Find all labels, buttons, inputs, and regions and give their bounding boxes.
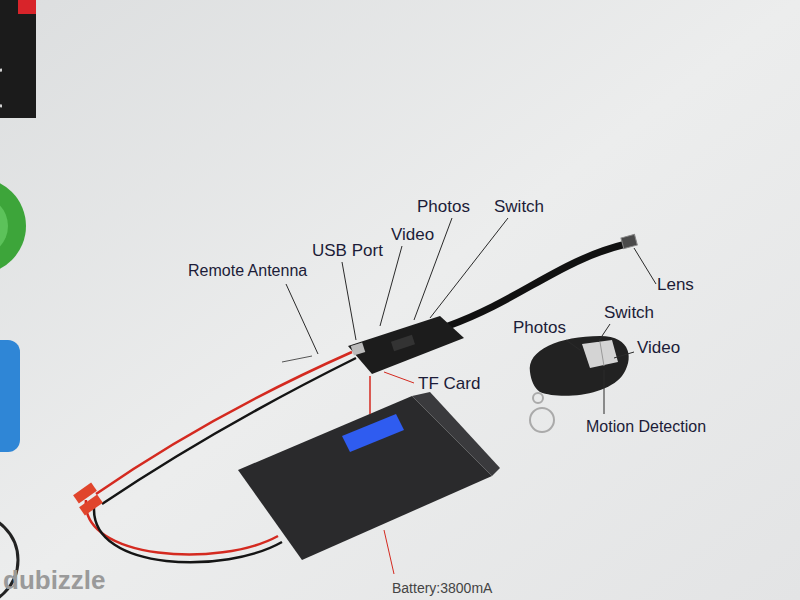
remote-label: Motion Detection	[586, 418, 706, 436]
leader-line	[384, 372, 414, 383]
remote	[530, 336, 629, 396]
battery-label: Battery:3800mA	[392, 580, 492, 596]
part-label: Remote Antenna	[188, 262, 307, 280]
red-wire	[96, 352, 352, 494]
icon-red	[18, 0, 36, 14]
leader-line	[598, 324, 610, 342]
part-label: Lens	[657, 275, 694, 295]
icon-arc	[0, 70, 2, 106]
part-label: USB Port	[312, 241, 383, 261]
leader-line	[430, 218, 508, 318]
lens	[621, 234, 637, 248]
leader-line	[286, 284, 318, 354]
icon-green-inner	[0, 196, 8, 256]
usb-port	[351, 342, 366, 355]
leader-line	[369, 376, 371, 414]
remote-label: Switch	[604, 303, 654, 323]
remote-label: Photos	[513, 318, 566, 338]
icon-blue	[0, 340, 20, 452]
black-wire	[102, 358, 356, 504]
connector	[79, 495, 103, 516]
part-label: Photos	[417, 197, 470, 217]
part-label: Switch	[494, 197, 544, 217]
icon-dark	[0, 0, 36, 118]
camera-board	[348, 316, 464, 374]
red-wire	[86, 500, 278, 554]
leader-line	[566, 340, 580, 350]
remote-label: Video	[637, 338, 680, 358]
chip	[391, 335, 415, 351]
keyring	[530, 408, 554, 432]
battery-edge	[412, 392, 500, 476]
leader-line	[634, 248, 656, 284]
leader-line	[604, 370, 605, 414]
ribbon-cable	[448, 244, 626, 326]
antenna-wire	[282, 356, 312, 362]
part-label: TF Card	[418, 374, 480, 394]
black-wire	[94, 508, 282, 562]
leader-line	[342, 262, 356, 340]
watermark: dubizzle	[3, 566, 106, 596]
battery-tag	[342, 414, 404, 452]
remote-buttons	[582, 340, 618, 368]
leader-line	[384, 530, 394, 574]
part-label: Video	[391, 225, 434, 245]
icon-green	[0, 178, 26, 274]
leader-line	[380, 246, 402, 326]
button-gap	[600, 342, 604, 366]
leader-lines	[286, 218, 656, 414]
keyring	[533, 393, 543, 403]
leader-line	[614, 352, 634, 358]
